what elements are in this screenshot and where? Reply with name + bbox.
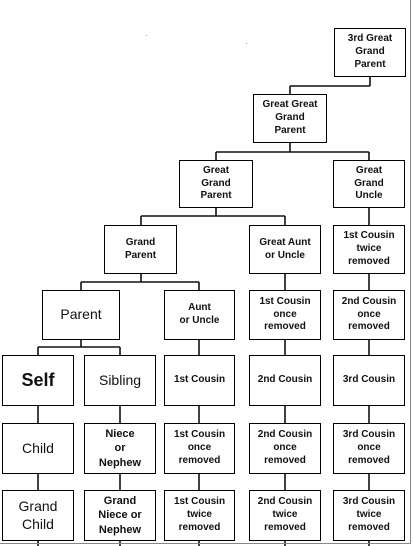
grandchild-label: Grand Child — [18, 497, 58, 532]
second-cousin-box: 2nd Cousin — [249, 355, 321, 406]
first-cousin-twice-removed-label: 1st Cousin twice removed — [173, 496, 226, 533]
second-cousin-once-removed-box: 2nd Cousin once removed — [249, 423, 321, 474]
parent-box: Parent — [42, 290, 120, 340]
second-cousin-twice-removed-label: 2nd Cousin twice removed — [257, 496, 313, 533]
grandparent-label: Grand Parent — [124, 236, 157, 261]
first-cousin-box: 1st Cousin — [164, 355, 235, 406]
second-cousin-label: 2nd Cousin — [257, 374, 313, 386]
first-cousin-once-removed-label: 1st Cousin once removed — [173, 429, 226, 466]
child-label: Child — [22, 439, 54, 456]
second-cousin-once-removed-label: 2nd Cousin once removed — [257, 429, 313, 466]
child-box: Child — [2, 423, 74, 474]
second-cousin-once-removed-top-label: 2nd Cousin once removed — [341, 295, 397, 333]
first-cousin-once-removed-top-label: 1st Cousin once removed — [259, 295, 311, 333]
first-cousin-label: 1st Cousin — [173, 374, 226, 386]
grand-niece-or-nephew-box: Grand Niece or Nephew — [84, 490, 156, 541]
grand-niece-or-nephew-label: Grand Niece or Nephew — [98, 495, 142, 536]
aunt-or-uncle-box: Aunt or Uncle — [164, 290, 235, 340]
third-great-grandparent-box: 3rd Great Grand Parent — [334, 28, 406, 77]
great-aunt-box: Great Aunt or Uncle — [249, 225, 321, 274]
great-grand-uncle-label: Great Grand Uncle — [354, 164, 384, 202]
great-grandparent-label: Great Grand Parent — [200, 164, 232, 202]
first-cousin-once-removed-top-box: 1st Cousin once removed — [249, 290, 321, 340]
self-label: Self — [21, 369, 55, 390]
first-cousin-twice-removed-box: 1st Cousin twice removed — [164, 490, 235, 541]
self-box: Self — [2, 355, 74, 406]
third-cousin-once-removed-label: 3rd Cousin once removed — [342, 429, 396, 466]
niece-or-nephew-box: Niece or Nephew — [84, 423, 156, 474]
great-grandparent-box: Great Grand Parent — [179, 160, 253, 208]
grandparent-box: Grand Parent — [104, 225, 177, 274]
grandchild-box: Grand Child — [2, 490, 74, 541]
aunt-or-uncle-label: Aunt or Uncle — [179, 302, 220, 326]
third-cousin-once-removed-box: 3rd Cousin once removed — [333, 423, 405, 474]
great-grand-uncle-box: Great Grand Uncle — [333, 160, 405, 208]
third-cousin-twice-removed-box: 3rd Cousin twice removed — [333, 490, 405, 541]
third-cousin-label: 3rd Cousin — [342, 374, 396, 386]
first-cousin-twice-removed-top-label: 1st Cousin twice removed — [343, 230, 395, 267]
sibling-label: Sibling — [98, 371, 142, 388]
sibling-box: Sibling — [84, 355, 156, 406]
first-cousin-once-removed-box: 1st Cousin once removed — [164, 423, 235, 474]
first-cousin-twice-removed-top-box: 1st Cousin twice removed — [333, 225, 405, 274]
third-cousin-twice-removed-label: 3rd Cousin twice removed — [342, 496, 396, 533]
parent-label: Parent — [60, 306, 102, 323]
second-cousin-once-removed-top-box: 2nd Cousin once removed — [333, 290, 405, 340]
great-aunt-label: Great Aunt or Uncle — [259, 236, 311, 261]
third-great-grandparent-label: 3rd Great Grand Parent — [347, 33, 393, 70]
third-cousin-box: 3rd Cousin — [333, 355, 405, 406]
great-great-grandparent-label: Great Great Grand Parent — [262, 99, 318, 136]
great-great-grandparent-box: Great Great Grand Parent — [253, 94, 327, 143]
second-cousin-twice-removed-box: 2nd Cousin twice removed — [249, 490, 321, 541]
niece-or-nephew-label: Niece or Nephew — [98, 428, 142, 469]
